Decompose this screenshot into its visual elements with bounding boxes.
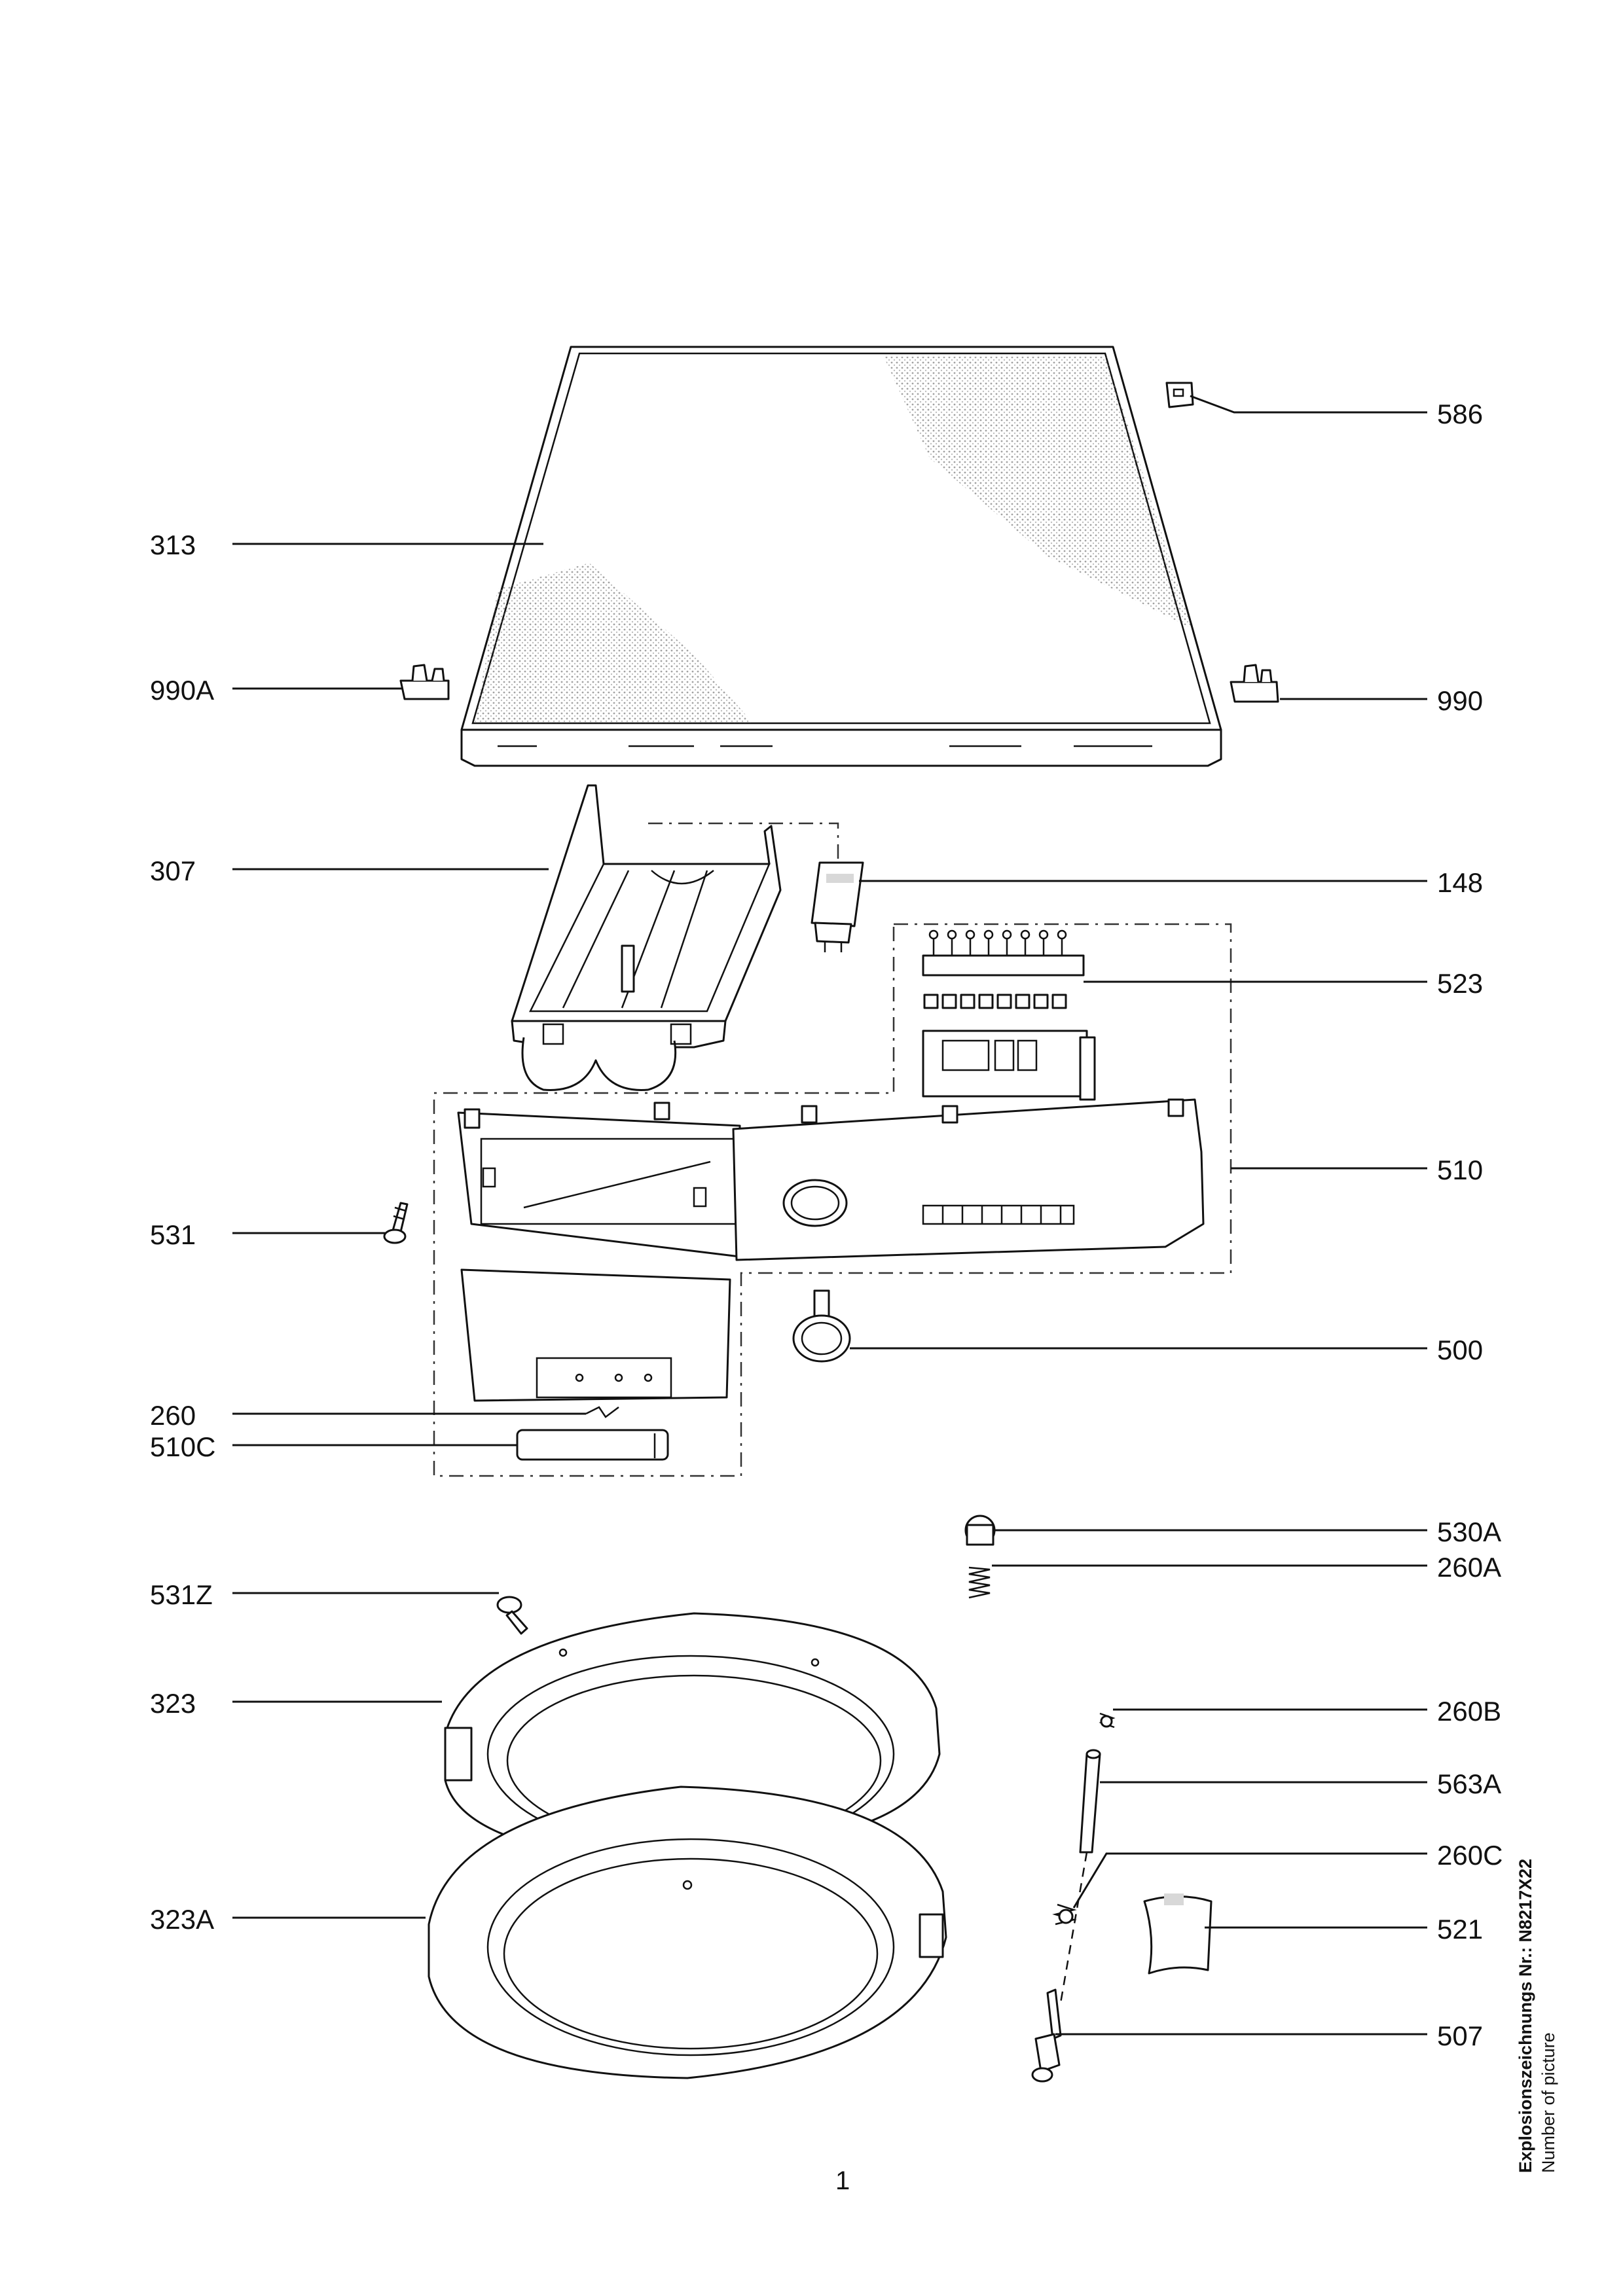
knob-500-part (792, 1289, 851, 1363)
callout-563A: 563A (1437, 1768, 1502, 1799)
callout-531: 531 (150, 1219, 196, 1250)
door-ring-outer-part (428, 1785, 947, 2079)
control-panel-part (457, 1098, 1205, 1261)
callout-323: 323 (150, 1688, 196, 1719)
spring-260B-part (1099, 1712, 1116, 1729)
drawer-trim-part (460, 1268, 731, 1402)
pin-563A-part (1079, 1749, 1101, 1854)
leader-lines (232, 395, 1427, 2036)
callout-260C: 260C (1437, 1840, 1503, 1871)
callout-510C: 510C (150, 1431, 216, 1462)
callout-530A: 530A (1437, 1516, 1502, 1547)
drawing-number-label: Explosionszeichnungs Nr.: N8217X22 (1516, 1858, 1535, 2173)
callout-507: 507 (1437, 2020, 1484, 2051)
callout-500: 500 (1437, 1335, 1484, 1365)
spring-260C-part (1052, 1903, 1077, 1926)
callout-990A: 990A (150, 675, 215, 706)
handle-cap-521-part (1143, 1893, 1213, 1975)
callout-148: 148 (1437, 867, 1484, 898)
drawing-caption: Explosionszeichnungs Nr.: N8217X22 Numbe… (1516, 1767, 1581, 2173)
detergent-drawer-part (511, 784, 782, 1091)
callout-586: 586 (1437, 399, 1484, 429)
cap-530A-part (964, 1515, 996, 1546)
hinge-507-part (1031, 1988, 1062, 2083)
screw-531Z-part (496, 1596, 528, 1635)
callout-990: 990 (1437, 685, 1484, 716)
switch-148-part (811, 861, 864, 952)
lens-510C-part (516, 1429, 669, 1461)
push-button-set-part (922, 929, 1096, 1101)
callout-531Z: 531Z (150, 1579, 213, 1610)
drawing-number-subtitle: Number of picture (1539, 2032, 1558, 2173)
spring-260-part (585, 1406, 619, 1418)
callout-307: 307 (150, 855, 196, 886)
clip-990-part (1230, 664, 1279, 703)
callout-260: 260 (150, 1400, 196, 1431)
spring-260A-part (968, 1566, 991, 1599)
door-ring-inner-part (444, 1612, 941, 1854)
callout-523: 523 (1437, 968, 1484, 999)
callout-510: 510 (1437, 1155, 1484, 1185)
worktop-part (460, 346, 1222, 767)
callout-323A: 323A (150, 1904, 215, 1935)
callout-260A: 260A (1437, 1552, 1502, 1583)
clip-990A-part (399, 664, 450, 700)
callout-521: 521 (1437, 1914, 1484, 1945)
callout-260B: 260B (1437, 1696, 1502, 1727)
page-number: 1 (835, 2166, 850, 2195)
callout-313: 313 (150, 529, 196, 560)
fastener-586-part (1165, 382, 1194, 408)
screw-531-part (383, 1202, 409, 1244)
